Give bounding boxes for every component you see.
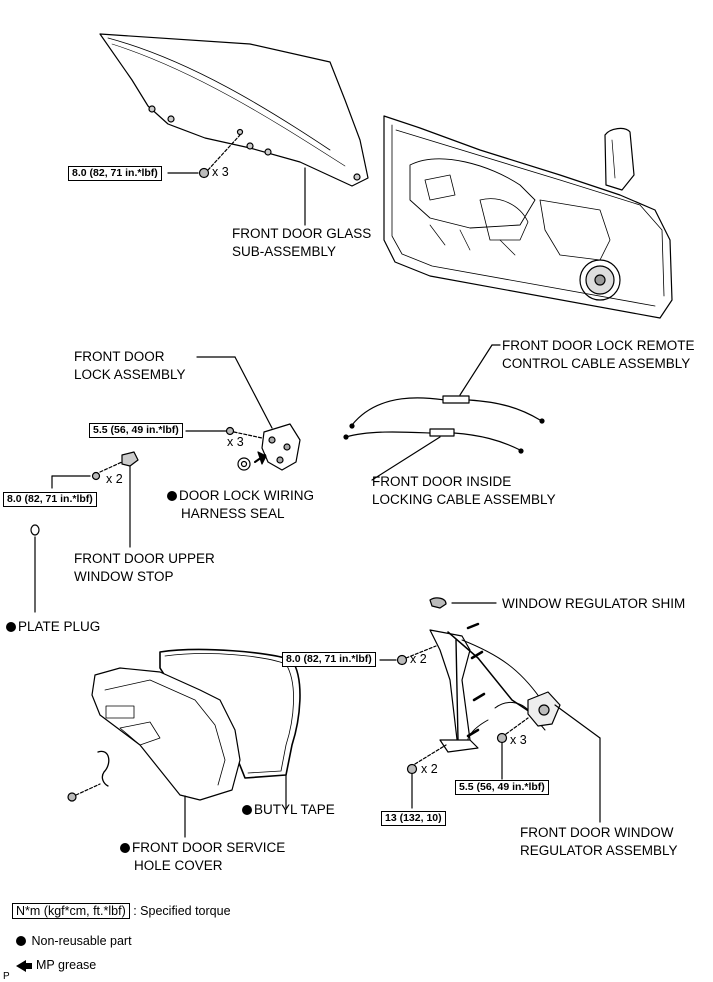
door-panel-drawing [383, 115, 673, 319]
wire-clip-drawing [67, 750, 110, 802]
torque-box-lock: 5.5 (56, 49 in.*lbf) [89, 423, 183, 438]
regulator-leader [554, 704, 601, 739]
nonreusable-bullet-icon [6, 622, 16, 632]
corner-mark: P [3, 971, 10, 982]
torque-box-reg-right: 5.5 (56, 49 in.*lbf) [455, 780, 549, 795]
qty-reg-right: x 3 [510, 733, 527, 747]
plate-plug-label: PLATE PLUG [6, 618, 100, 636]
torque-box-reg-upper: 8.0 (82, 71 in.*lbf) [282, 652, 376, 667]
plate-plug-drawing [30, 524, 40, 613]
inside-cable-drawing [343, 428, 524, 454]
legend-torque-box: N*m (kgf*cm, ft.*lbf) [12, 903, 130, 919]
nonreusable-bullet-icon [167, 491, 177, 501]
regulator-bolt-lower [406, 744, 447, 809]
torque-box-stop: 8.0 (82, 71 in.*lbf) [3, 492, 97, 507]
qty-glass: x 3 [212, 165, 229, 179]
nonreusable-bullet-icon [242, 805, 252, 815]
remote-cable-leader [459, 344, 493, 396]
shim-drawing [429, 597, 497, 609]
legend-torque: N*m (kgf*cm, ft.*lbf) : Specified torque [12, 902, 231, 920]
legend-torque-desc: : Specified torque [133, 904, 231, 918]
regulator-drawing [429, 622, 561, 753]
inside-cable-leader [371, 436, 441, 481]
torque-box-glass: 8.0 (82, 71 in.*lbf) [68, 166, 162, 181]
regulator-bolt-right [496, 717, 529, 780]
service-cover-drawing [91, 667, 241, 801]
legend-grease: MP grease [36, 958, 97, 972]
qty-reg-lower: x 2 [421, 762, 438, 776]
qty-lock: x 3 [227, 435, 244, 449]
qty-stop: x 2 [106, 472, 123, 486]
remote-cable-drawing [349, 395, 545, 429]
harness-seal-label: DOOR LOCK WIRING HARNESS SEAL [167, 487, 314, 523]
qty-reg-upper: x 2 [410, 652, 427, 666]
nonreusable-bullet-icon [16, 936, 26, 946]
service-cover-label: FRONT DOOR SERVICE HOLE COVER [120, 839, 285, 875]
lock-screw-group [185, 426, 263, 439]
legend-grease-arrow-icon [16, 960, 32, 972]
butyl-tape-label: BUTYL TAPE [242, 801, 335, 819]
legend-nonreusable: Non-reusable part [16, 932, 132, 950]
regulator-shim-label: WINDOW REGULATOR SHIM [502, 596, 686, 611]
upper-stop-group [51, 451, 139, 548]
regulator-bolt-upper [379, 645, 437, 666]
nonreusable-bullet-icon [120, 843, 130, 853]
harness-seal-drawing [237, 457, 251, 471]
torque-box-reg-lower: 13 (132, 10) [381, 811, 446, 826]
lock-assembly-drawing [254, 423, 301, 471]
door-glass-drawing [99, 33, 369, 187]
glass-bolt-group [167, 134, 241, 179]
lock-leader-diag [234, 356, 273, 429]
